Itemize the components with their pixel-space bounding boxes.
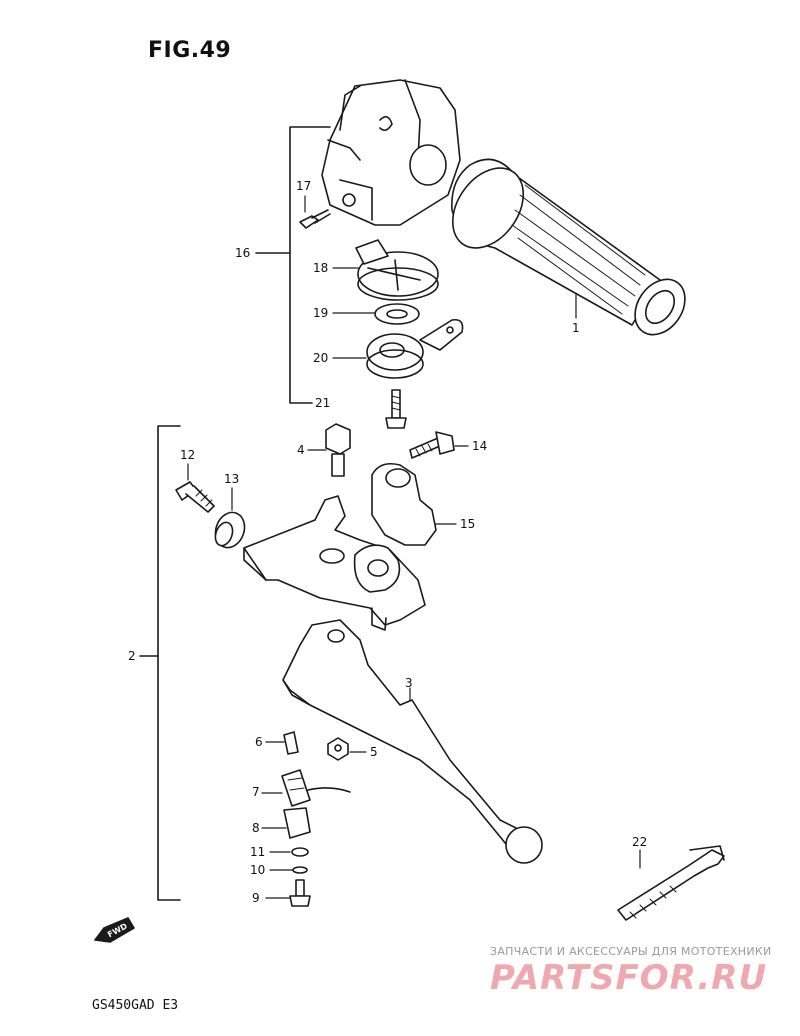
callout-12: 12 [180,448,196,462]
watermark-caption: ЗАПЧАСТИ И АКСЕССУАРЫ ДЛЯ МОТОТЕХНИКИ [490,945,772,958]
throttle-housing-16 [321,79,461,226]
callout-6: 6 [255,735,263,749]
grip-1 [451,158,686,336]
callout-21: 21 [315,396,331,410]
lever-bracket [243,495,426,631]
callout-5: 5 [370,745,378,759]
washer-19 [332,303,420,325]
locknut-13 [214,487,246,549]
bracket-2 [157,425,181,901]
pin-6 [265,731,299,755]
callout-14: 14 [472,439,488,453]
callout-17: 17 [296,179,312,193]
callout-13: 13 [224,472,240,486]
bolt-4 [307,423,351,477]
plate-8 [261,807,311,839]
callout-11: 11 [250,845,266,859]
callout-9: 9 [252,891,260,905]
callout-2: 2 [128,649,136,663]
figure-title: FIG.49 [148,38,232,63]
fwd-arrow-icon [94,917,135,943]
screw-21 [385,389,407,429]
adjuster-12 [175,463,215,513]
cable-tie-22 [617,845,725,921]
callout-7: 7 [252,785,260,799]
washer-10 [269,866,308,874]
callout-20: 20 [313,351,329,365]
screw-17 [299,195,331,229]
callout-18: 18 [313,261,329,275]
bracket-16 [289,126,331,404]
callout-1: 1 [572,321,580,335]
screw-9 [265,879,311,907]
clamp-15 [371,462,457,546]
callout-10: 10 [250,863,266,877]
bolt-14 [409,431,469,459]
watermark-logo: PARTSFOR.RU [490,958,768,998]
callout-19: 19 [313,306,329,320]
callout-8: 8 [252,821,260,835]
callout-16: 16 [235,246,251,260]
pulley-18 [332,239,439,301]
washer-11 [269,847,309,857]
callout-4: 4 [297,443,305,457]
callout-22: 22 [632,835,648,849]
callout-3: 3 [405,676,413,690]
lever-3 [282,619,543,864]
nut-5 [327,737,367,761]
callout-15: 15 [460,517,476,531]
pulley-20 [332,318,464,379]
switch-7 [261,769,351,807]
model-code: GS450GAD E3 [92,998,179,1013]
